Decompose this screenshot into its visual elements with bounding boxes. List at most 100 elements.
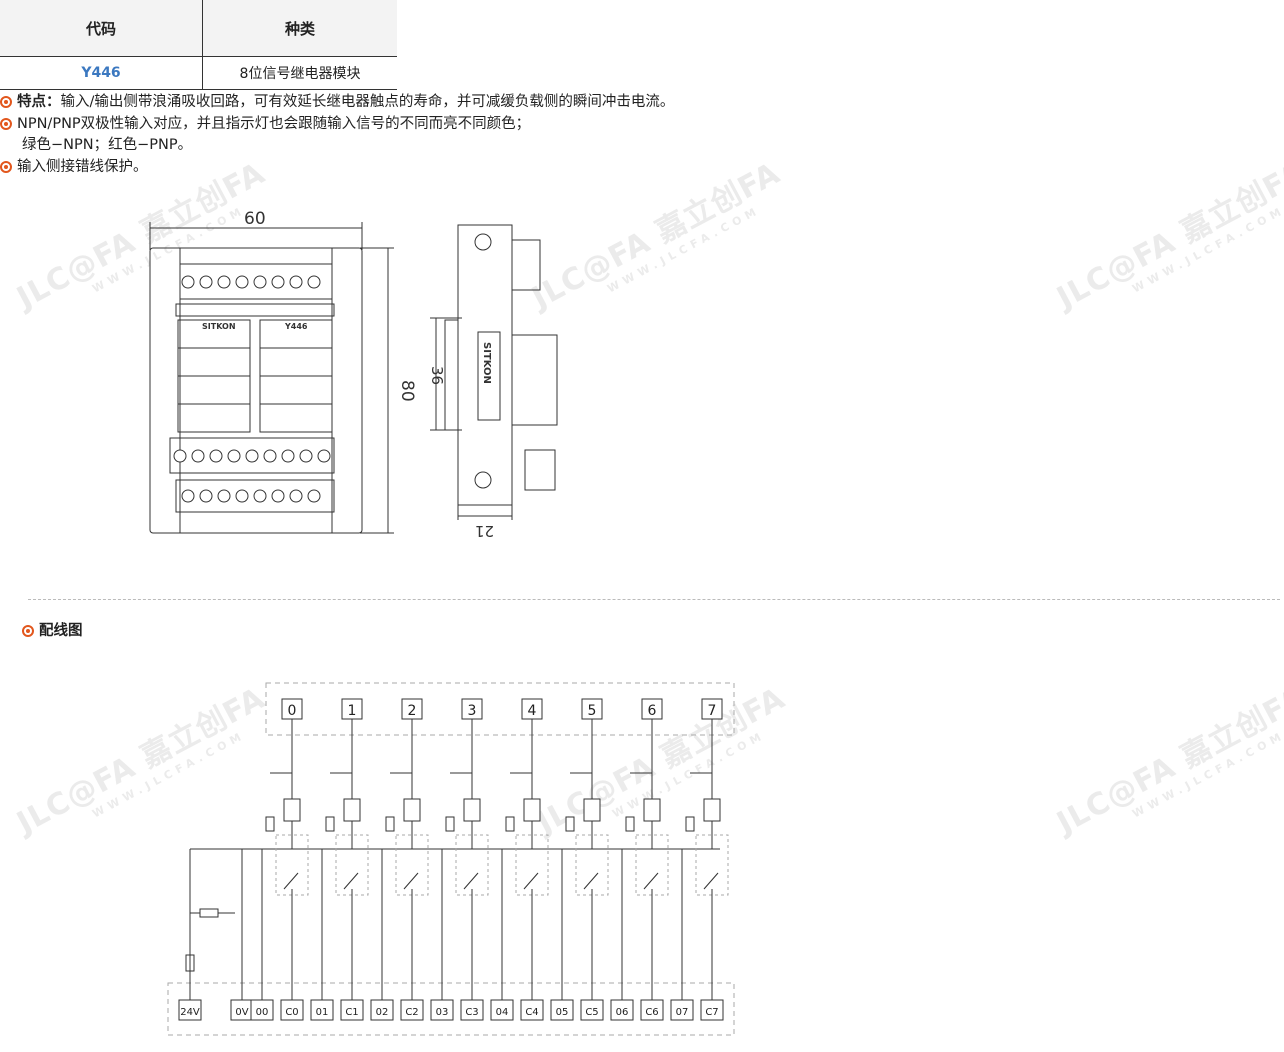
bottom-terminal-label: C4	[525, 1007, 538, 1018]
feature-2-line2: 绿色−NPN；红色−PNP。	[22, 137, 193, 153]
bottom-terminal-label: 02	[376, 1007, 389, 1018]
table-header-row: 代码 种类	[0, 0, 397, 57]
top-terminals: 0 1 2 3 4 5 6 7	[281, 698, 723, 720]
bottom-terminal-label: C5	[585, 1007, 598, 1018]
wiring-title: 配线图	[39, 623, 83, 639]
bottom-terminal-box	[400, 999, 424, 1021]
relay-coil	[343, 798, 361, 822]
bottom-terminal-box	[610, 999, 634, 1021]
header-code: 代码	[0, 0, 203, 57]
bottom-terminal-label: C6	[645, 1007, 658, 1018]
relay-coil	[583, 798, 601, 822]
bottom-terminal-label: 0V	[235, 1007, 248, 1018]
bottom-terminal-box	[250, 999, 274, 1021]
cell-type: 8位信号继电器模块	[202, 56, 397, 90]
relay-contact	[343, 872, 359, 890]
feature-2: NPN/PNP双极性输入对应，并且指示灯也会跟随输入信号的不同而亮不同颜色；	[0, 113, 530, 135]
resistor	[325, 816, 335, 832]
section-heading: 配线图	[22, 620, 83, 642]
bottom-terminal-label: 01	[316, 1007, 329, 1018]
bottom-terminal-box	[580, 999, 604, 1021]
bottom-terminal-label: 03	[436, 1007, 449, 1018]
relay-coil	[703, 798, 721, 822]
bottom-terminal-label: 05	[556, 1007, 569, 1018]
cell-code: Y446	[0, 56, 203, 90]
relay-contact	[463, 872, 479, 890]
header-type: 种类	[202, 0, 397, 57]
top-terminal-label: 2	[408, 703, 417, 719]
bottom-terminal-box	[178, 999, 202, 1021]
bullet-icon	[0, 118, 12, 130]
feature-1: 特点：输入/输出侧带浪涌吸收回路，可有效延长继电器触点的寿命，并可减缓负载侧的瞬…	[0, 91, 674, 113]
relay-contact	[403, 872, 419, 890]
side-brand: SITKON	[481, 342, 492, 384]
relay-coil	[403, 798, 421, 822]
bottom-terminal-label: C3	[465, 1007, 478, 1018]
bottom-terminal-box	[310, 999, 334, 1021]
relay-coil	[463, 798, 481, 822]
bullet-icon	[0, 161, 12, 173]
bottom-terminal-box	[490, 999, 514, 1021]
resistor	[265, 816, 275, 832]
bottom-terminal-label: 04	[496, 1007, 509, 1018]
feature-text: NPN/PNP双极性输入对应，并且指示灯也会跟随输入信号的不同而亮不同颜色；	[17, 116, 531, 132]
bottom-terminal-box	[520, 999, 544, 1021]
bottom-terminal-box	[280, 999, 304, 1021]
resistor	[445, 816, 455, 832]
bullet-icon	[0, 96, 12, 108]
top-terminal-label: 1	[348, 703, 357, 719]
relay-contact	[283, 872, 299, 890]
resistor	[565, 816, 575, 832]
table-row: Y446 8位信号继电器模块	[0, 56, 397, 90]
bottom-terminal-label: 07	[676, 1007, 689, 1018]
top-terminal-label: 4	[528, 703, 537, 719]
bottom-terminal-label: 00	[256, 1007, 269, 1018]
top-terminal-label: 0	[288, 703, 297, 719]
rail-dim: 36	[428, 366, 446, 385]
feature-text: 输入侧接错线保护。	[17, 159, 148, 175]
relay-coil	[523, 798, 541, 822]
bottom-terminal-label: 06	[616, 1007, 629, 1018]
feature-label: 特点：	[17, 94, 61, 110]
bottom-terminal-box	[340, 999, 364, 1021]
top-terminal-label: 3	[468, 703, 477, 719]
top-terminal-label: 6	[648, 703, 657, 719]
feature-3: 输入侧接错线保护。	[0, 156, 148, 178]
relay-channels	[261, 719, 729, 1005]
bottom-terminal-box	[370, 999, 394, 1021]
bottom-terminal-label: C0	[285, 1007, 298, 1018]
top-terminal-label: 5	[588, 703, 597, 719]
relay-contact	[523, 872, 539, 890]
resistor	[385, 816, 395, 832]
bullet-icon	[22, 625, 34, 637]
resistor	[625, 816, 635, 832]
front-brand: SITKON	[202, 322, 236, 331]
bottom-terminal-box	[670, 999, 694, 1021]
top-terminal-label: 7	[708, 703, 717, 719]
resistor	[505, 816, 515, 832]
section-divider	[28, 599, 1280, 600]
bottom-terminal-box	[640, 999, 664, 1021]
relay-contact	[703, 872, 719, 890]
width-dim: 60	[244, 209, 266, 229]
bottom-terminal-box	[430, 999, 454, 1021]
resistor	[685, 816, 695, 832]
bottom-terminal-box	[550, 999, 574, 1021]
spec-table: 代码 种类 Y446 8位信号继电器模块	[0, 0, 397, 90]
bottom-terminal-label: 24V	[180, 1007, 200, 1018]
relay-contact	[583, 872, 599, 890]
depth-dim: 21	[475, 522, 494, 540]
bottom-terminal-label: C2	[405, 1007, 418, 1018]
feature-text: 输入/输出侧带浪涌吸收回路，可有效延长继电器触点的寿命，并可减缓负载侧的瞬间冲击…	[60, 94, 675, 110]
relay-contact	[643, 872, 659, 890]
relay-coil	[283, 798, 301, 822]
relay-coil	[643, 798, 661, 822]
bottom-terminal-label: C1	[345, 1007, 358, 1018]
bottom-terminal-box	[460, 999, 484, 1021]
bottom-terminal-frame	[167, 982, 735, 1036]
height-dim: 80	[397, 380, 417, 402]
front-model: Y446	[284, 322, 308, 331]
